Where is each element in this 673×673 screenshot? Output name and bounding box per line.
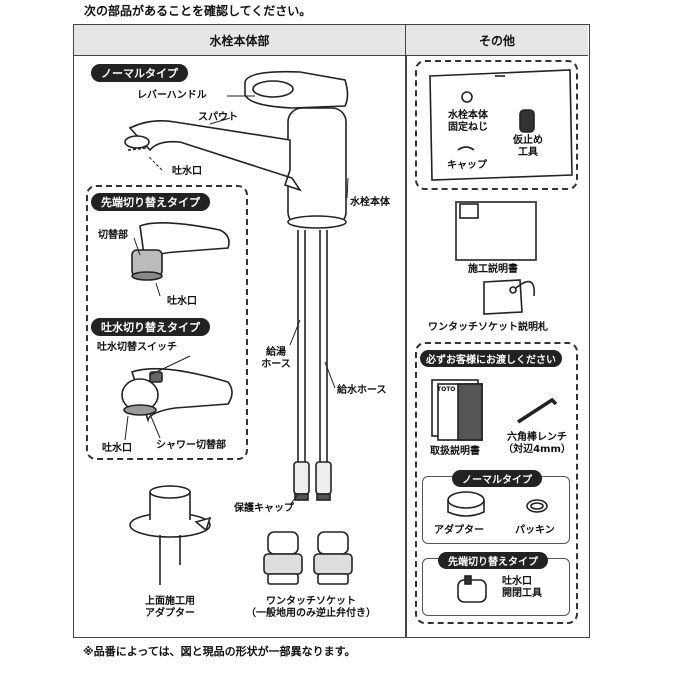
header-main-body: 水栓本体部 <box>74 25 406 56</box>
hot-hose-line2: ホース <box>261 359 291 370</box>
lever-handle-label: レバーハンドル <box>137 90 207 101</box>
faucet-body-drawing <box>124 70 349 501</box>
spout-label: スパウト <box>198 112 238 123</box>
outlet-tool-line1: 吐水口 <box>502 576 532 587</box>
switch-part-label: 切替部 <box>98 230 128 241</box>
socket-line1: ワンタッチソケット <box>266 596 356 607</box>
socket-drawing <box>263 531 353 585</box>
outlet-tool-label: 吐水口 開閉工具 <box>502 576 542 600</box>
faucet-body-label: 水栓本体 <box>350 197 390 208</box>
cold-hose-label: 給水ホース <box>337 385 387 396</box>
top-adapter-line1: 上面施工用 <box>145 596 195 607</box>
cap-label: キャップ <box>447 160 487 171</box>
outlet-tool-line2: 開閉工具 <box>502 588 542 599</box>
hex-wrench-line2: （対辺4mm） <box>503 444 571 455</box>
socket-line2: （一般地用のみ逆止弁付き） <box>246 608 376 619</box>
other-parts-drawing <box>429 69 573 603</box>
parts-table: 水栓本体部 その他 <box>73 24 590 638</box>
manual-brand-label: TOTO <box>437 386 456 393</box>
install-manual-label: 施工説明書 <box>468 264 518 275</box>
tip-outlet-label: 吐水口 <box>167 296 197 307</box>
column-divider <box>405 55 407 637</box>
top-adapter-label: 上面施工用 アダプター <box>130 596 210 620</box>
tip-switch-group <box>86 185 248 460</box>
other-tip-switch-type-label: 先端切り替えタイプ <box>438 552 548 569</box>
hex-wrench-line1: 六角棒レンチ <box>507 432 567 443</box>
outlet-switch-type-label: 吐水切り替えタイプ <box>91 318 210 336</box>
shower-outlet-label: 吐水口 <box>102 443 132 454</box>
fixing-screw-label: 水栓本体 固定ねじ <box>440 110 496 134</box>
socket-label: ワンタッチソケット （一般地用のみ逆止弁付き） <box>236 596 386 620</box>
hot-hose-line1: 給湯 <box>266 347 286 358</box>
accessory-group <box>415 60 578 190</box>
hot-hose-label: 給湯 ホース <box>256 347 296 371</box>
shower-switch-label: シャワー切替部 <box>156 440 226 451</box>
hex-wrench-label: 六角棒レンチ （対辺4mm） <box>500 432 574 456</box>
outlet-switch-label: 吐水切替スイッチ <box>97 342 177 353</box>
packing-label: パッキン <box>515 525 555 536</box>
tip-switch-type-label: 先端切り替えタイプ <box>91 193 210 211</box>
top-adapter-line2: アダプター <box>145 608 195 619</box>
socket-tag-label: ワンタッチソケット説明札 <box>428 322 548 333</box>
adapter-drawing <box>129 485 212 585</box>
stop-tool-line1: 仮止め <box>513 135 543 146</box>
footnote: ※品番によっては、図と現品の形状が一部異なります。 <box>83 645 356 658</box>
hand-over-group <box>415 342 578 624</box>
protect-cap-label: 保護キャップ <box>234 503 294 514</box>
stop-tool-line2: 工具 <box>518 147 538 158</box>
fixing-screw-line1: 水栓本体 <box>448 110 488 121</box>
tip-switch-head-drawing <box>131 222 230 281</box>
normal-type-label: ノーマルタイプ <box>91 64 188 82</box>
adapter-label: アダプター <box>434 525 484 536</box>
intro-text: 次の部品があることを確認してください。 <box>84 4 312 18</box>
outlet-label: 吐水口 <box>172 166 202 177</box>
other-normal-type-label: ノーマルタイプ <box>452 470 542 487</box>
stop-tool-label: 仮止め 工具 <box>508 135 548 159</box>
manual-label: 取扱説明書 <box>430 446 480 457</box>
header-other: その他 <box>406 25 588 56</box>
hand-over-label: 必ずお客様にお渡しください <box>420 350 562 367</box>
fixing-screw-line2: 固定ねじ <box>448 122 488 133</box>
outlet-switch-head-drawing <box>121 367 233 423</box>
